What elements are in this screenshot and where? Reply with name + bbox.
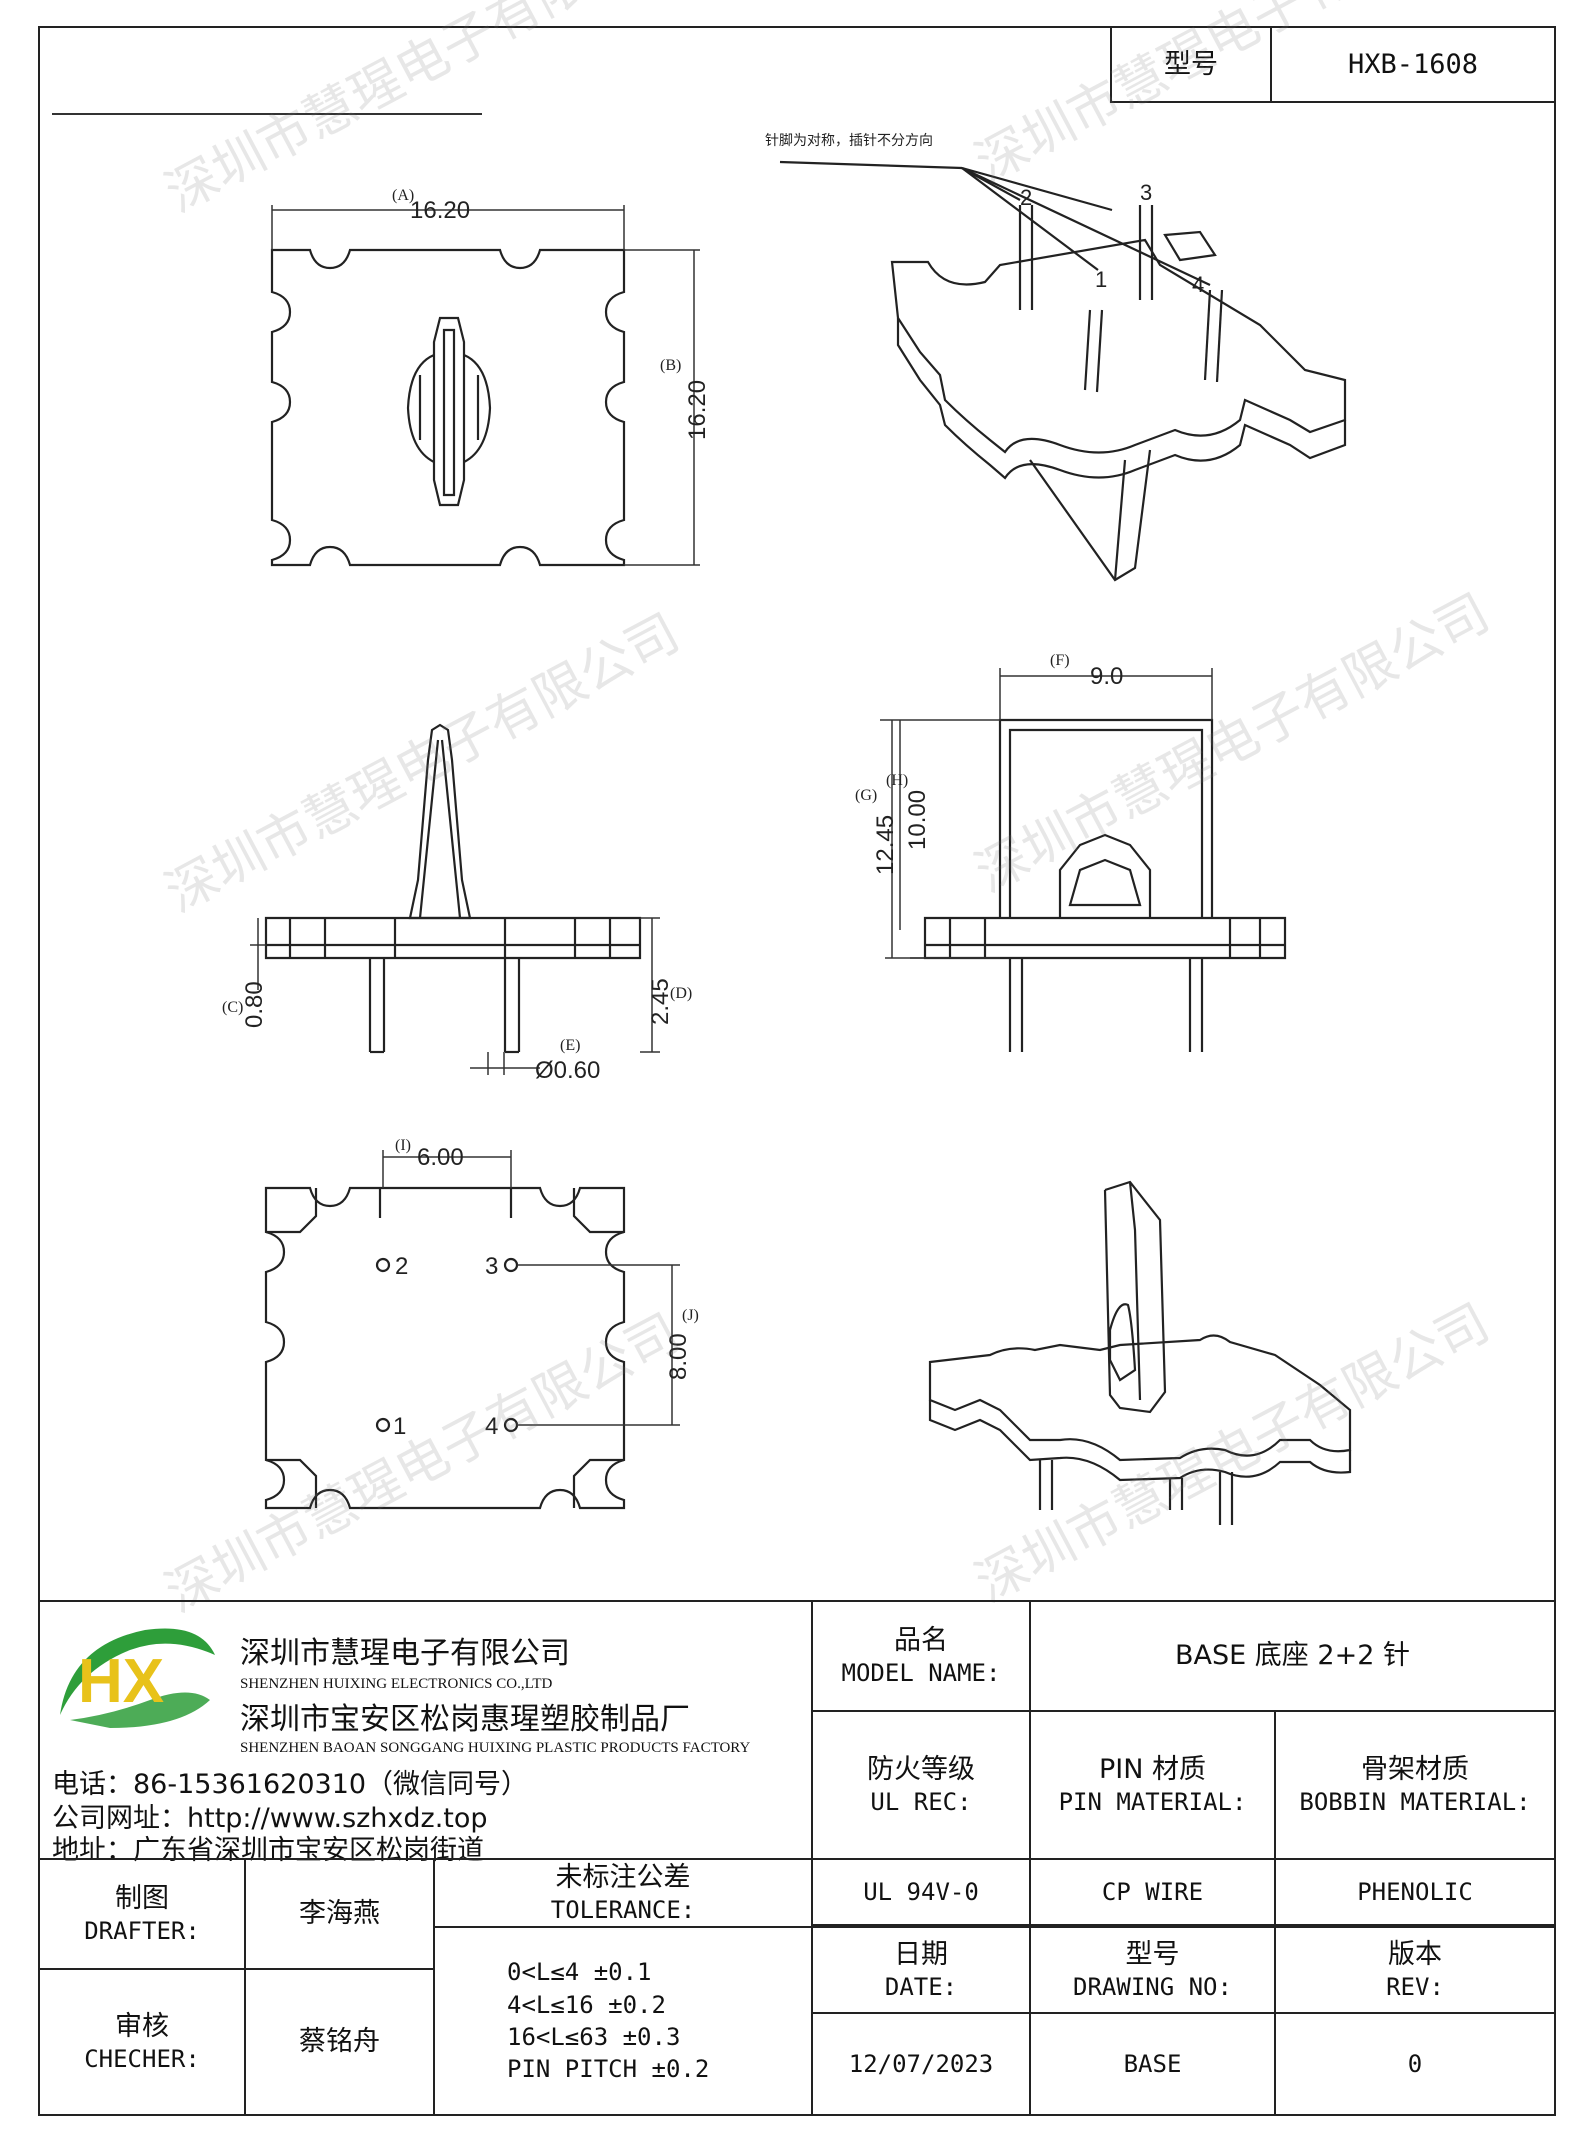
dim-c-tag: (C) <box>222 999 243 1016</box>
svg-text:2: 2 <box>1020 185 1032 210</box>
pin-note: 针脚为对称，插针不分方向 <box>765 133 933 149</box>
dim-f: 9.0 <box>1090 663 1123 690</box>
dim-d: 2.45 <box>647 978 674 1025</box>
dim-e: Ø0.60 <box>535 1057 600 1084</box>
technical-drawing: (A) 16.20 (B) 16.20 针脚为对称，插针不分方向 2 3 1 4 <box>222 133 1352 1525</box>
dim-a-tag: (A) <box>392 187 414 204</box>
pin-material-value: CP WIRE <box>1029 1858 1276 1926</box>
dim-e-tag: (E) <box>560 1037 580 1054</box>
date-value: 12/07/2023 <box>811 2012 1031 2116</box>
iso-view-top: 针脚为对称，插针不分方向 2 3 1 4 <box>765 133 1347 582</box>
checker-value: 蔡铭舟 <box>244 1968 435 2116</box>
svg-text:HX: HX <box>78 1647 164 1716</box>
dim-b-tag: (B) <box>660 357 681 374</box>
dim-b: 16.20 <box>684 380 711 440</box>
dim-g: 12.45 <box>872 815 899 875</box>
title-underline <box>52 113 482 115</box>
tolerance-table: 0<L≤4 ±0.1 4<L≤16 ±0.2 16<L≤63 ±0.3 PIN … <box>433 1926 813 2116</box>
factory-name-en: SHENZHEN BAOAN SONGGANG HUIXING PLASTIC … <box>240 1740 751 1756</box>
iso-view-bottom <box>928 1180 1352 1525</box>
factory-name-cn: 深圳市宝安区松岗惠瑆塑胶制品厂 <box>240 1702 690 1737</box>
dim-c: 0.80 <box>241 981 268 1028</box>
drafter-value: 李海燕 <box>244 1858 435 1970</box>
company-name-cn: 深圳市慧瑆电子有限公司 <box>240 1636 570 1671</box>
dim-i: 6.00 <box>417 1144 464 1171</box>
dim-j: 8.00 <box>665 1333 692 1380</box>
side-view <box>264 723 642 1054</box>
svg-text:3: 3 <box>485 1253 498 1280</box>
company-phone: 电话：86-15361620310（微信同号） <box>52 1769 529 1800</box>
dim-g-tag: (G) <box>855 787 877 804</box>
drawing-no-value: BASE <box>1029 2012 1276 2116</box>
svg-text:1: 1 <box>1095 267 1107 292</box>
dim-i-tag: (I) <box>395 1137 411 1154</box>
company-name-en: SHENZHEN HUIXING ELECTRONICS CO.,LTD <box>240 1676 553 1692</box>
company-logo: HX <box>60 1628 215 1728</box>
model-value: HXB-1608 <box>1270 26 1556 103</box>
dim-h: 10.00 <box>904 790 931 850</box>
svg-text:4: 4 <box>485 1413 498 1440</box>
bobbin-material-value: PHENOLIC <box>1274 1858 1556 1926</box>
ul-value: UL 94V-0 <box>811 1858 1031 1926</box>
company-address: 地址：广东省深圳市宝安区松岗街道 <box>52 1835 484 1866</box>
svg-text:1: 1 <box>393 1413 406 1440</box>
dim-h-tag: (H) <box>886 772 908 789</box>
dim-a: 16.20 <box>410 197 470 224</box>
front-view <box>923 718 1287 1052</box>
company-website: 公司网址：http://www.szhxdz.top <box>52 1803 488 1834</box>
svg-text:2: 2 <box>395 1253 408 1280</box>
rev-value: 0 <box>1274 2012 1556 2116</box>
dim-f-tag: (F) <box>1050 652 1070 669</box>
svg-text:3: 3 <box>1140 180 1152 205</box>
dim-j-tag: (J) <box>682 1307 699 1324</box>
model-name-value: BASE 底座 2+2 针 <box>1029 1600 1556 1712</box>
top-view <box>270 248 626 567</box>
dim-d-tag: (D) <box>670 985 692 1002</box>
bottom-view: 2 3 1 4 <box>264 1186 626 1510</box>
